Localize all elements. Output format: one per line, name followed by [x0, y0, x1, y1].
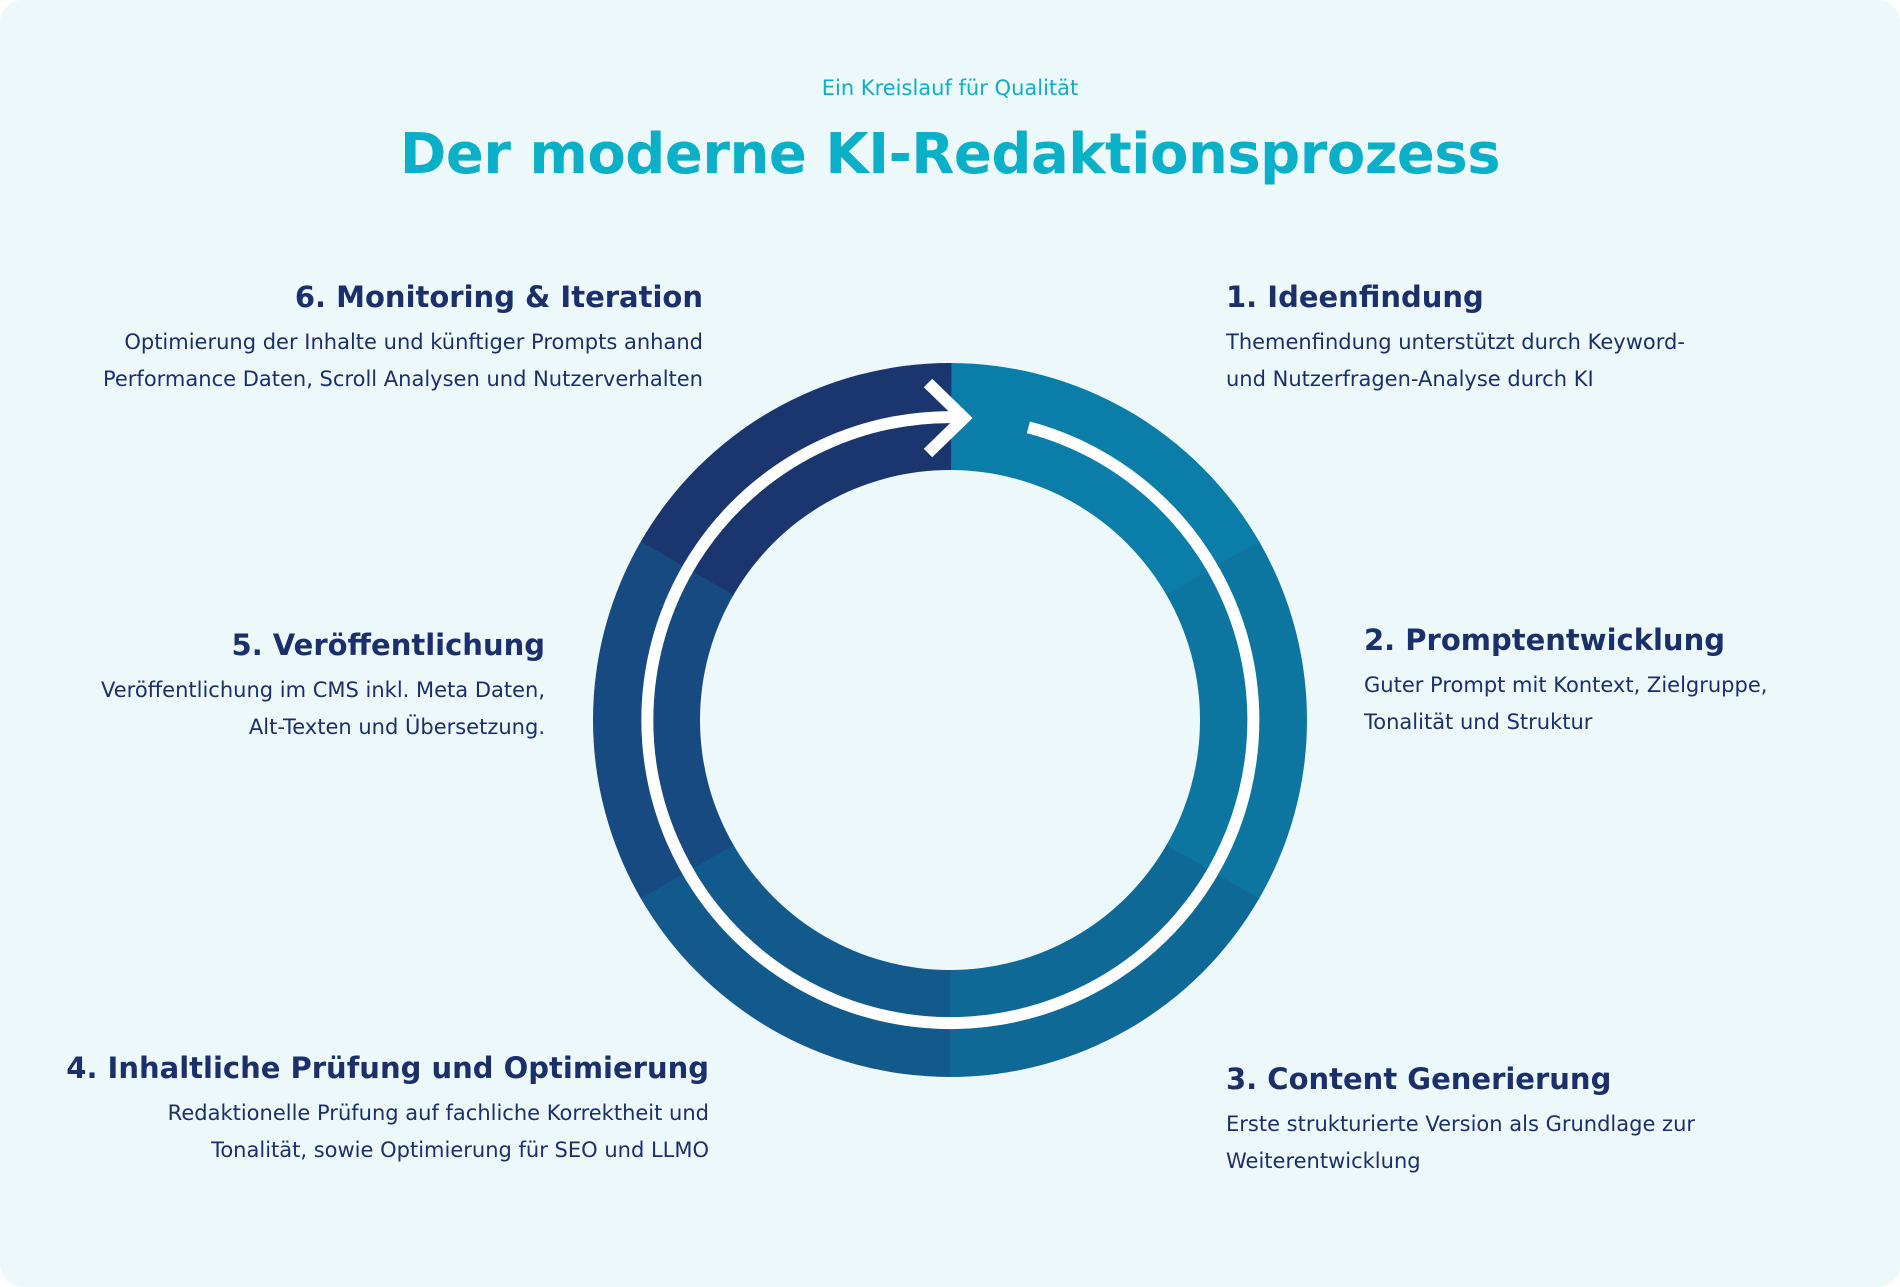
ring-segment-5	[593, 540, 734, 899]
subtitle: Ein Kreislauf für Qualität	[821, 76, 1079, 100]
step-description: Guter Prompt mit Kontext, Zielgruppe,Ton…	[1364, 673, 1768, 734]
step-title: 6. Monitoring & Iteration	[294, 280, 703, 314]
step-title: 5. Veröffentlichung	[231, 628, 545, 662]
cycle-arrow-head-icon	[923, 378, 973, 458]
step-6: 6. Monitoring & Iteration Optimierung de…	[103, 280, 703, 398]
step-title: 4. Inhaltliche Prüfung und Optimierung	[66, 1051, 709, 1085]
step-description: Optimierung der Inhalte und künftiger Pr…	[102, 330, 703, 391]
step-2: 2. Promptentwicklung Guter Prompt mit Ko…	[1364, 623, 1767, 741]
step-3: 3. Content Generierung Erste strukturier…	[1226, 1062, 1695, 1180]
step-description: Erste strukturierte Version als Grundlag…	[1226, 1112, 1696, 1173]
cycle-arrow-arc	[641, 411, 1260, 1030]
ring-segments	[593, 363, 1307, 1077]
page-title: Der moderne KI-Redaktionsprozess	[399, 122, 1501, 187]
step-title: 3. Content Generierung	[1226, 1062, 1612, 1096]
step-description: Themenfindung unterstützt durch Keyword-…	[1226, 330, 1685, 391]
step-5: 5. Veröffentlichung Veröffentlichung im …	[101, 628, 545, 746]
step-title: 2. Promptentwicklung	[1364, 623, 1725, 657]
step-description: Redaktionelle Prüfung auf fachliche Korr…	[167, 1101, 709, 1162]
ring-segment-2	[1166, 541, 1307, 900]
ring-segment-1	[950, 363, 1260, 596]
step-title: 1. Ideenfindung	[1226, 280, 1484, 314]
step-description: Veröffentlichung im CMS inkl. Meta Daten…	[101, 678, 545, 739]
step-4: 4. Inhaltliche Prüfung und Optimierung R…	[66, 1051, 709, 1169]
step-1: 1. Ideenfindung Themenfindung unterstütz…	[1226, 280, 1685, 398]
